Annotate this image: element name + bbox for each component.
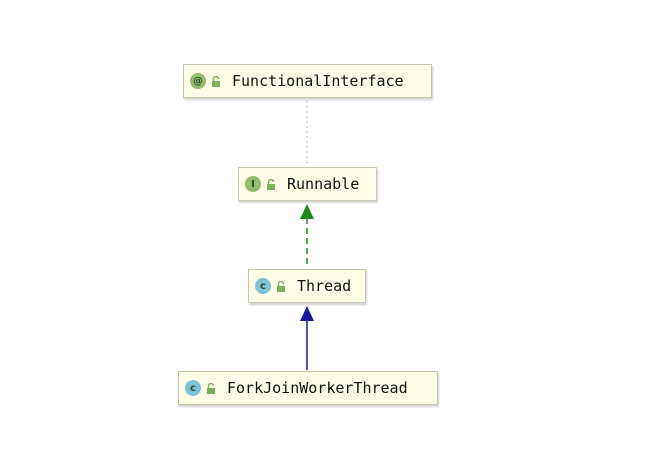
unlock-icon [207,382,215,394]
node-runnable[interactable]: I Runnable [238,167,377,201]
class-name: Runnable [287,175,360,193]
implements-arrowhead [300,204,314,219]
extends-arrowhead [300,306,314,321]
unlock-icon [277,280,285,292]
annotation-type-icon: @ [190,73,206,89]
node-fork-join-worker-thread[interactable]: c ForkJoinWorkerThread [178,371,438,405]
class-name: Thread [297,277,352,295]
class-name: FunctionalInterface [232,72,404,90]
unlock-icon [212,75,220,87]
unlock-icon [267,178,275,190]
class-icon: c [255,278,271,294]
interface-icon: I [245,176,261,192]
class-name: ForkJoinWorkerThread [227,379,408,397]
class-icon: c [185,380,201,396]
node-thread[interactable]: c Thread [248,269,366,303]
node-functional-interface[interactable]: @ FunctionalInterface [183,64,432,98]
